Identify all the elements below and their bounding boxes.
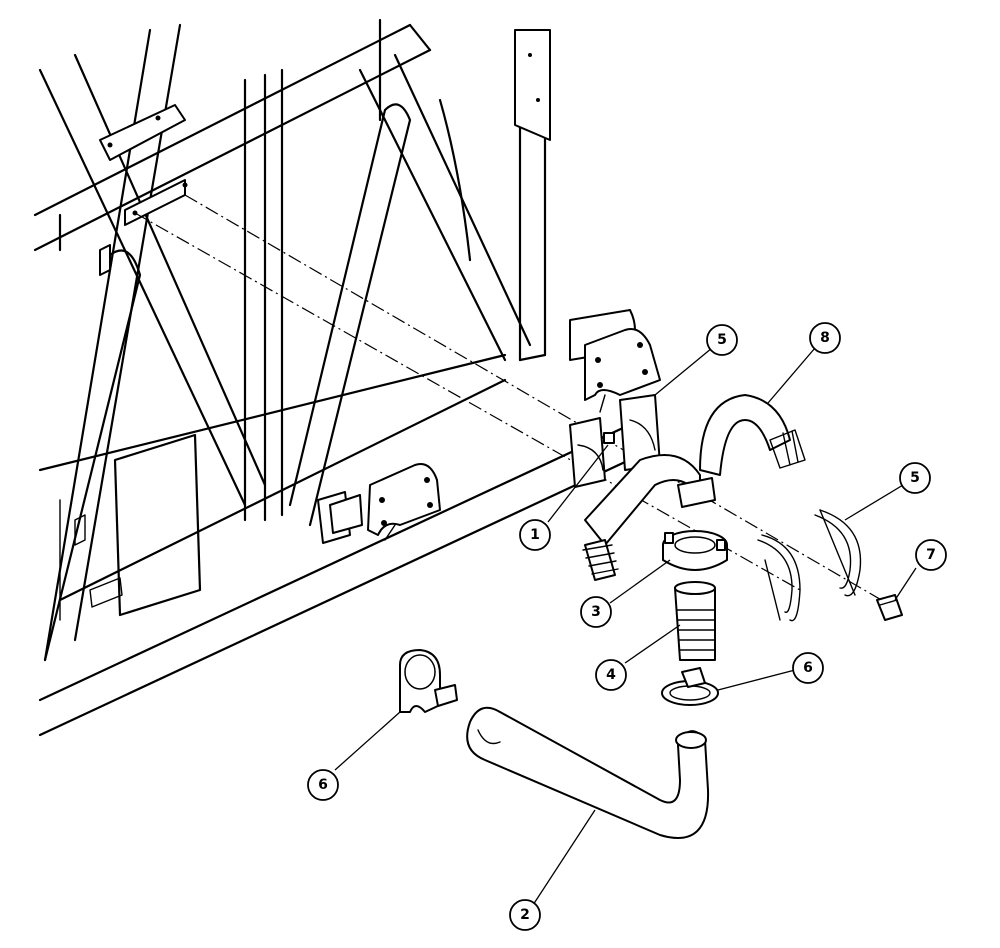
main-frame: [33, 18, 642, 737]
u-bolt-halves: [569, 394, 661, 488]
callout-2: 2: [509, 899, 541, 931]
callout-5-right: 5: [899, 462, 931, 494]
end-cap-part-7: [876, 594, 903, 621]
clamp-coupling-part-3: [662, 530, 728, 571]
callout-8: 8: [809, 322, 841, 354]
pipe-part-2: [466, 706, 710, 839]
callout-1-label: 1: [530, 527, 540, 543]
callout-8-label: 8: [820, 330, 830, 346]
pipe-bracket-upper: [584, 328, 661, 413]
callout-5-upper-label: 5: [717, 332, 727, 348]
callout-1: 1: [519, 519, 551, 551]
u-bolt-center: [757, 534, 801, 622]
callout-3: 3: [580, 596, 612, 628]
pipe-bracket-lower: [367, 463, 441, 541]
leader-lines: [334, 347, 917, 906]
alignment-centerlines: [134, 194, 891, 606]
callout-7: 7: [915, 539, 947, 571]
callout-6-right-label: 6: [803, 660, 813, 676]
bolt-part-1: [603, 432, 615, 444]
elbow-hose-part-8: [582, 394, 806, 581]
hinge-mount: [317, 491, 363, 544]
callout-6-left-label: 6: [318, 777, 328, 793]
callout-3-label: 3: [591, 604, 601, 620]
flex-coupling-part-4: [674, 581, 716, 661]
callout-7-label: 7: [926, 547, 936, 563]
callout-5-upper: 5: [706, 324, 738, 356]
callout-6-left: 6: [307, 769, 339, 801]
callout-5-right-label: 5: [910, 470, 920, 486]
hose-clamp-right: [661, 667, 719, 706]
callout-4: 4: [595, 659, 627, 691]
callout-2-label: 2: [520, 907, 530, 923]
hose-clamp-left: [399, 649, 458, 713]
callout-4-label: 4: [606, 667, 616, 683]
u-bolt-right: [814, 509, 862, 597]
callout-6-right: 6: [792, 652, 824, 684]
